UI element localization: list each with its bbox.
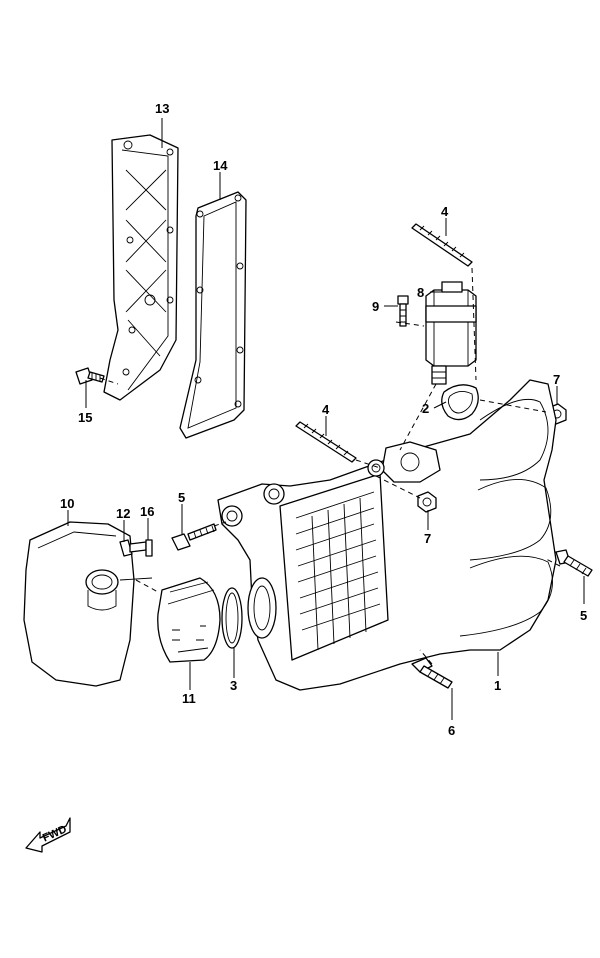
part-9-screw <box>397 295 409 327</box>
callout-16: 16 <box>140 504 154 519</box>
part-4-stud-upper <box>411 223 473 267</box>
part-1-intake-manifold <box>217 379 557 691</box>
callout-4-upper: 4 <box>441 204 449 219</box>
part-8-sensor <box>425 281 477 385</box>
part-5-bolt-right <box>555 549 593 577</box>
part-4-stud-lower <box>295 421 357 463</box>
part-3-o-ring <box>221 587 243 649</box>
callout-9: 9 <box>372 299 379 314</box>
callout-2: 2 <box>422 401 429 416</box>
fwd-label: FWD <box>41 823 69 844</box>
part-15-bolt <box>75 367 105 385</box>
callout-15: 15 <box>78 410 92 425</box>
part-5-bolt-left <box>171 523 217 551</box>
part-11-silencer-ring <box>157 577 221 663</box>
callout-13: 13 <box>155 101 169 116</box>
part-6-bolt <box>411 657 453 689</box>
callout-5-left: 5 <box>178 490 185 505</box>
part-12-screw <box>119 539 147 557</box>
callout-10: 10 <box>60 496 74 511</box>
callout-6: 6 <box>448 723 455 738</box>
callout-7-lower: 7 <box>424 531 431 546</box>
callout-1: 1 <box>494 678 501 693</box>
callout-7-upper: 7 <box>553 372 560 387</box>
leader-lines <box>67 118 585 720</box>
callout-12: 12 <box>116 506 130 521</box>
callout-11: 11 <box>182 691 196 706</box>
fwd-direction-arrow: FWD <box>25 817 71 853</box>
part-13-cover-plate <box>103 134 179 401</box>
callout-labels: 13 14 4 8 9 7 2 15 4 10 12 16 5 7 5 11 3… <box>60 101 587 738</box>
callout-14: 14 <box>213 158 228 173</box>
part-10-intake-cover <box>23 521 153 687</box>
part-7-nut-lower <box>417 491 437 513</box>
callout-8: 8 <box>417 285 424 300</box>
callout-4-lower: 4 <box>322 402 330 417</box>
callout-3: 3 <box>230 678 237 693</box>
callout-5-right: 5 <box>580 608 587 623</box>
part-16-clip <box>145 539 153 557</box>
part-14-gasket <box>179 191 247 439</box>
part-2-seal <box>441 384 479 421</box>
